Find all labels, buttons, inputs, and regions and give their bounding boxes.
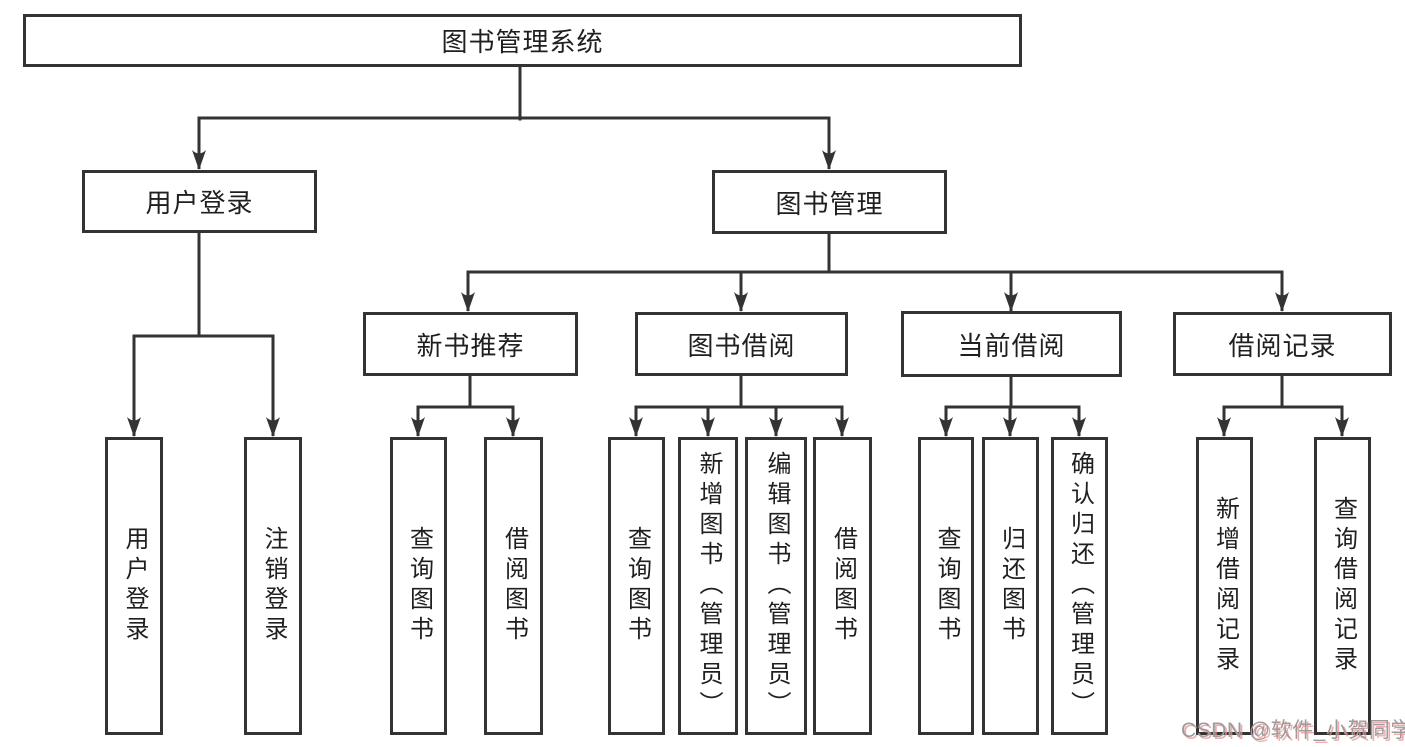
csdn-watermark: CSDN @软件_小贺同学	[1181, 719, 1405, 742]
node-leaf-bb-edit: 编辑图书（管理员）	[745, 437, 807, 735]
node-leaf-bb-add: 新增图书（管理员）	[678, 437, 738, 735]
node-leaf-logout: 注销登录	[244, 437, 302, 735]
node-book-mgmt: 图书管理	[712, 170, 947, 234]
node-leaf-cb-return: 归还图书	[982, 437, 1039, 735]
node-leaf-br-query: 查询借阅记录	[1314, 437, 1371, 735]
node-user-login: 用户登录	[82, 170, 317, 233]
node-leaf-bb-borrow: 借阅图书	[813, 437, 872, 735]
node-root: 图书管理系统	[23, 14, 1022, 67]
node-leaf-bb-query: 查询图书	[608, 437, 665, 735]
node-leaf-cb-query: 查询图书	[918, 437, 974, 735]
node-book-borrow: 图书借阅	[635, 312, 848, 376]
node-leaf-rec-query: 查询图书	[390, 437, 447, 735]
node-leaf-cb-confirm: 确认归还（管理员）	[1051, 437, 1108, 735]
node-leaf-user-login: 用户登录	[105, 437, 163, 735]
node-leaf-br-add: 新增借阅记录	[1196, 437, 1253, 735]
node-new-book-rec: 新书推荐	[363, 312, 578, 376]
node-leaf-rec-borrow: 借阅图书	[484, 437, 543, 735]
node-borrow-records: 借阅记录	[1173, 312, 1392, 376]
node-current-borrow: 当前借阅	[901, 311, 1122, 377]
